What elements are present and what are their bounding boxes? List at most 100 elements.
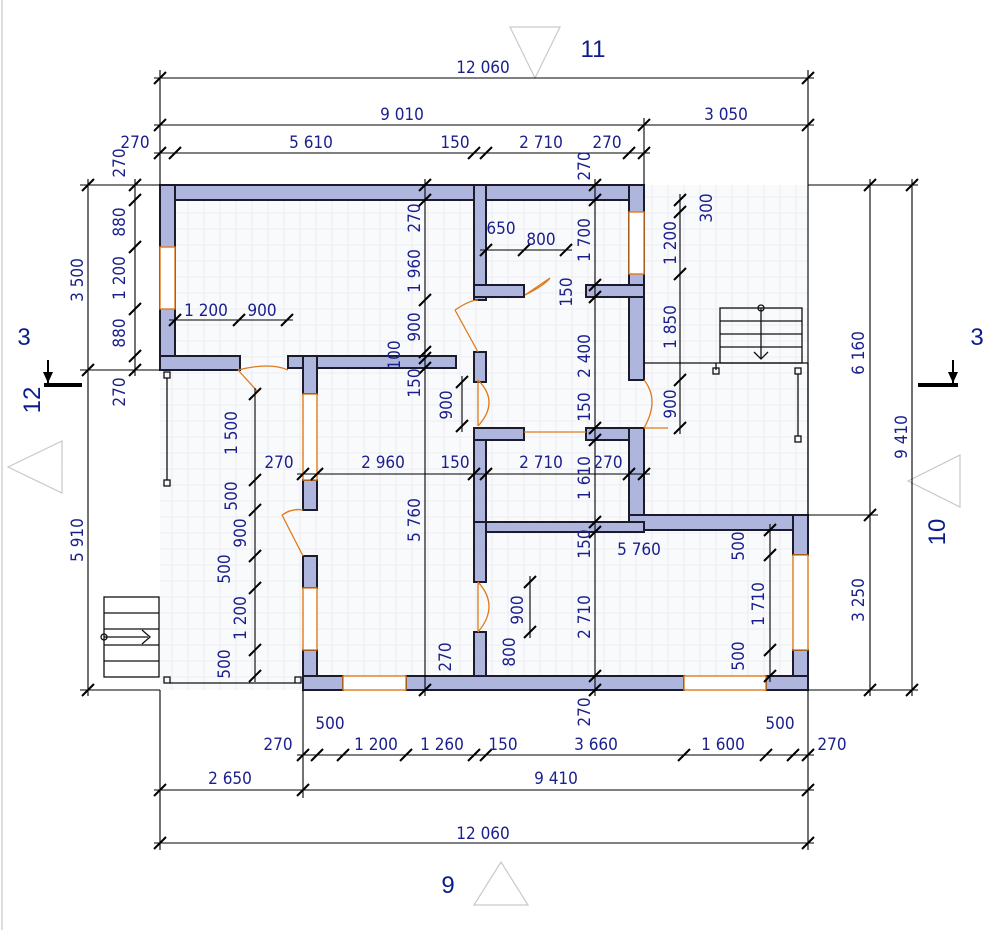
dim-int-c3: 5 760 xyxy=(617,540,661,560)
wall-step xyxy=(628,514,809,531)
axis-marker-top xyxy=(509,26,561,80)
dim-int-v4: 100 xyxy=(385,340,405,369)
window-right-upper xyxy=(628,211,645,275)
dim-right-o1: 6 160 xyxy=(849,331,869,375)
dim-top-b: 3 050 xyxy=(704,105,748,125)
wall-bottom-seg2 xyxy=(405,675,685,691)
dim-int-b1: 270 xyxy=(264,453,293,473)
dim-top-c3: 150 xyxy=(440,133,469,153)
wall-corridor-top xyxy=(287,355,457,369)
dim-left-o1: 3 500 xyxy=(68,258,88,302)
dim-left-p5: 1 200 xyxy=(231,596,251,640)
dim-left-p6: 500 xyxy=(215,649,235,678)
windows xyxy=(159,211,809,691)
window-right-lower xyxy=(792,554,809,651)
dim-right-o2: 3 250 xyxy=(849,578,869,622)
dim-int-v8: 270 xyxy=(436,642,456,671)
wall-left-part-2 xyxy=(302,479,318,511)
dim-int-c2: 800 xyxy=(526,230,555,250)
dim-int-v5: 150 xyxy=(405,368,425,397)
wall-center-lower xyxy=(473,427,487,529)
axis-marker-left xyxy=(6,440,63,494)
window-left-lower xyxy=(302,587,318,651)
doors xyxy=(237,277,668,633)
dimension-lines xyxy=(80,70,919,850)
axis-label-right: 10 xyxy=(924,519,951,546)
dim-top-overall: 12 060 xyxy=(456,58,510,78)
dim-int-d2: 800 xyxy=(500,637,520,666)
axis-marker-bottom xyxy=(472,860,530,906)
dim-int-m3: 2 400 xyxy=(575,334,595,378)
dim-bot-r1f: 3 660 xyxy=(574,735,618,755)
dim-bot-r1d: 1 260 xyxy=(420,735,464,755)
dim-left-p1: 1 500 xyxy=(222,411,242,455)
wall-inner-lower-h xyxy=(473,521,645,533)
dim-int-a1: 1 200 xyxy=(184,301,228,321)
dim-top-c1: 270 xyxy=(120,133,149,153)
dim-left-i1: 270 xyxy=(110,148,130,177)
dim-int-m1: 1 700 xyxy=(575,218,595,262)
dim-right-overall: 9 410 xyxy=(892,415,912,459)
door-4 xyxy=(524,277,551,296)
wall-center-lower-h xyxy=(473,427,525,441)
door-2 xyxy=(454,299,479,353)
dim-top-c4: 2 710 xyxy=(519,133,563,153)
section-markers xyxy=(43,360,958,387)
dim-int-v7: 5 760 xyxy=(405,498,425,542)
wall-right-lower-1 xyxy=(792,514,809,556)
dim-int-c1: 650 xyxy=(486,219,515,239)
dim-int-m7: 2 710 xyxy=(575,595,595,639)
dim-int-b4: 2 710 xyxy=(519,453,563,473)
dim-int-b5: 270 xyxy=(593,453,622,473)
dim-left-p3: 900 xyxy=(231,518,251,547)
dim-top-a: 9 010 xyxy=(380,105,424,125)
window-bottom-2 xyxy=(683,675,767,691)
dim-top-c2: 5 610 xyxy=(289,133,333,153)
dim-int-v3: 900 xyxy=(405,312,425,341)
dim-right-w3: 1 850 xyxy=(661,305,681,349)
dims-right: 6 160 3 250 9 410 300 1 200 1 850 900 50… xyxy=(661,193,912,670)
wall-upper-left-bottom xyxy=(159,355,241,371)
dim-bot-r2b: 9 410 xyxy=(534,769,578,789)
axis-marker-right xyxy=(906,454,961,508)
door-6 xyxy=(477,581,490,633)
dim-right-w7: 500 xyxy=(729,641,749,670)
dim-left-o2: 5 910 xyxy=(68,518,88,562)
dim-int-b3: 150 xyxy=(440,453,469,473)
dim-left-i2: 880 xyxy=(110,207,130,236)
dim-bot-r1c: 1 200 xyxy=(354,735,398,755)
dim-bot-r1h: 500 xyxy=(765,714,794,734)
dim-int-v1: 270 xyxy=(405,203,425,232)
dim-int-m2: 150 xyxy=(557,277,577,306)
dim-right-w1: 300 xyxy=(697,193,717,222)
dims-left: 3 500 5 910 270 880 1 200 880 270 1 500 … xyxy=(68,148,251,678)
dim-bot-r2a: 2 650 xyxy=(208,769,252,789)
axis-label-bottom: 9 xyxy=(441,872,454,899)
dim-right-w5: 500 xyxy=(729,531,749,560)
door-3 xyxy=(477,379,490,427)
dim-right-w4: 900 xyxy=(661,389,681,418)
dim-left-p2: 500 xyxy=(222,481,242,510)
stairs xyxy=(100,304,803,678)
dim-bot-r1g: 1 600 xyxy=(701,735,745,755)
dims-interior: 1 200 900 270 2 960 150 2 710 270 650 80… xyxy=(184,151,661,726)
dim-bot-r1a: 270 xyxy=(263,735,292,755)
dim-bot-r1i: 270 xyxy=(817,735,846,755)
dim-left-p4: 500 xyxy=(215,554,235,583)
wall-partition-2 xyxy=(473,351,487,383)
wall-partition-1h xyxy=(473,284,525,298)
door-5 xyxy=(281,508,304,557)
window-bottom-1 xyxy=(342,675,407,691)
dim-top-c5: 270 xyxy=(592,133,621,153)
axis-markers xyxy=(6,26,961,906)
dim-left-i5: 270 xyxy=(110,377,130,406)
dim-int-m4: 150 xyxy=(575,392,595,421)
wall-left-part-1 xyxy=(302,355,318,395)
dim-int-v2: 1 960 xyxy=(405,249,425,293)
window-left xyxy=(159,246,176,310)
dim-int-m5: 1 610 xyxy=(575,456,595,500)
wall-bottom-seg1 xyxy=(302,675,344,691)
wall-partition-1 xyxy=(473,184,487,301)
dim-bot-overall: 12 060 xyxy=(456,824,510,844)
